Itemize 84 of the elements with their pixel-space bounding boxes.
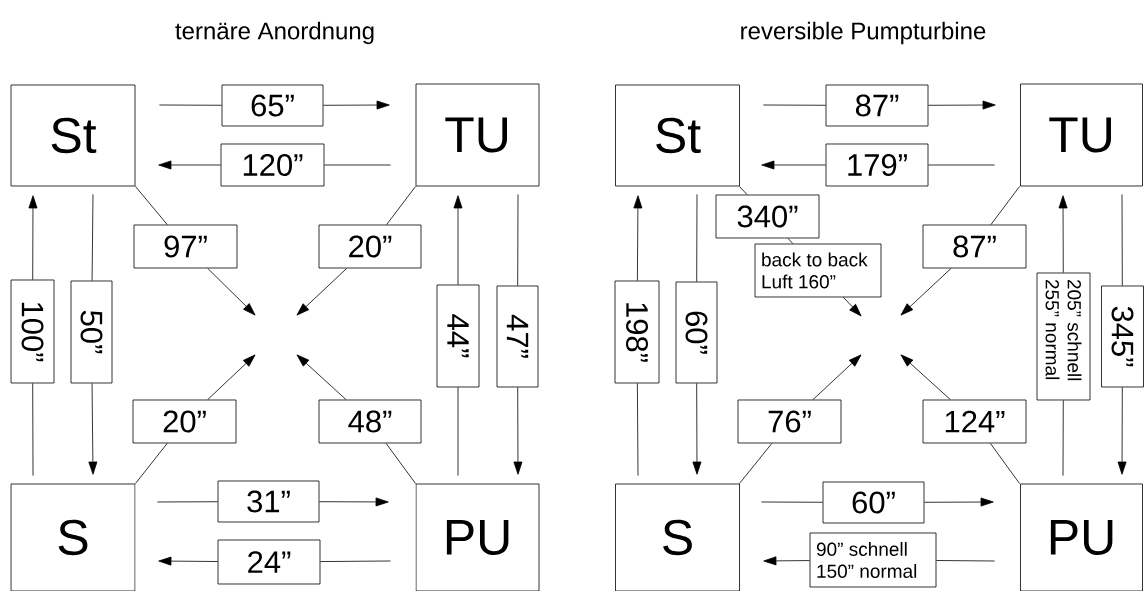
arrow: [88, 383, 98, 475]
connector-line: [1062, 400, 1064, 476]
value-box: 198”: [614, 280, 660, 384]
arrow: [1058, 195, 1068, 273]
station-box: S: [615, 483, 740, 591]
station-box: TU: [1020, 83, 1143, 187]
value-box: 76”: [737, 399, 842, 444]
value-box: 340”: [715, 194, 820, 239]
value-box: 120”: [220, 143, 325, 187]
arrow: [928, 100, 996, 110]
value-box: 87”: [825, 84, 929, 127]
connector-line: [386, 186, 416, 225]
connector-line: [787, 238, 794, 244]
arrow: [323, 100, 390, 110]
value-box: 60”: [675, 281, 718, 384]
value-box: 48”: [318, 399, 422, 444]
arrow: [812, 354, 862, 400]
value-box: 65”: [221, 84, 324, 127]
connector-line: [739, 443, 773, 484]
connector-line: [157, 501, 218, 503]
arrow: [900, 354, 951, 400]
value-box: 31”: [217, 480, 320, 523]
arrow: [296, 268, 348, 316]
connector-line: [320, 560, 391, 562]
value-box: 97”: [133, 224, 238, 269]
value-box: 20”: [318, 224, 422, 269]
connector-line: [636, 383, 639, 476]
arrow: [900, 268, 952, 316]
connector-line: [159, 104, 222, 106]
value-box: 179”: [825, 143, 929, 187]
arrow: [692, 383, 702, 475]
title: ternäre Anordnung: [175, 21, 374, 45]
value-box: 87”: [922, 224, 1027, 269]
connector-line: [1121, 194, 1123, 286]
value-box: back to back Luft 160”: [754, 243, 882, 298]
connector-line: [696, 194, 698, 282]
arrow: [158, 160, 221, 170]
connector-line: [135, 443, 168, 484]
arrow: [843, 297, 862, 317]
arrow: [28, 195, 38, 280]
value-box: 60”: [822, 481, 925, 524]
value-box: 90” schnell 150” normal: [809, 532, 937, 588]
arrow: [633, 195, 643, 281]
value-box: 20”: [132, 399, 237, 444]
connector-line: [91, 194, 94, 281]
connector-line: [135, 186, 168, 225]
connector-line: [457, 387, 459, 476]
arrow: [296, 354, 347, 400]
arrow: [513, 387, 523, 475]
arrow: [453, 195, 463, 285]
value-box: 50”: [70, 280, 113, 384]
connector-line: [32, 383, 34, 476]
station-box: PU: [415, 483, 540, 591]
arrow: [158, 556, 218, 566]
connector-line: [739, 186, 748, 195]
arrow: [319, 497, 389, 507]
value-box: 100”: [10, 279, 55, 384]
connector-line: [324, 164, 391, 166]
station-box: St: [10, 84, 136, 187]
arrow: [207, 354, 256, 400]
value-box: 205” schnell 255” normal: [1036, 272, 1091, 401]
arrow: [924, 497, 994, 507]
connector-line: [990, 443, 1020, 484]
station-box: TU: [415, 83, 540, 187]
connector-line: [761, 501, 823, 503]
connector-line: [385, 443, 416, 484]
arrow: [761, 160, 826, 170]
arrow: [763, 556, 810, 566]
station-box: PU: [1020, 483, 1143, 591]
value-box: 47”: [496, 285, 539, 388]
connector-line: [517, 194, 519, 286]
value-box: 44”: [436, 284, 480, 388]
connector-line: [763, 104, 826, 106]
connector-line: [990, 186, 1020, 225]
value-box: 124”: [922, 399, 1027, 444]
connector-line: [936, 560, 995, 562]
title: reversible Pumpturbine: [741, 21, 986, 45]
connector-line: [928, 164, 995, 166]
value-box: 24”: [217, 539, 321, 585]
station-box: St: [615, 84, 740, 187]
value-box: 345”: [1101, 285, 1144, 388]
arrow: [1117, 387, 1127, 475]
station-box: S: [10, 483, 136, 591]
arrow: [207, 268, 256, 316]
